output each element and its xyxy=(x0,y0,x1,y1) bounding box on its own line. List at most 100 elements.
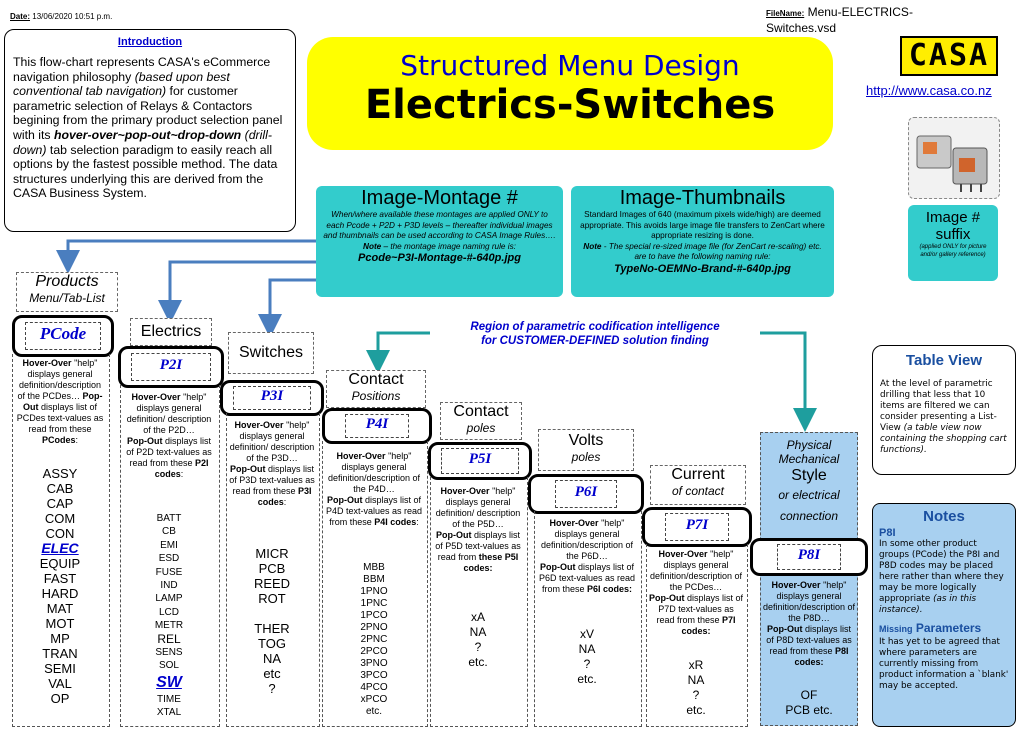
p8i-box[interactable]: P8I xyxy=(750,538,868,576)
value-na-poles[interactable]: NA xyxy=(469,625,487,639)
volts-desc-codes: P6I codes: xyxy=(587,584,633,594)
value-1pco[interactable]: 1PCO xyxy=(360,610,388,621)
switches-desc: Hover-Over "help" displays general defin… xyxy=(229,420,315,507)
electrics-title-box: Electrics xyxy=(130,318,212,346)
value-hard[interactable]: HARD xyxy=(41,586,79,601)
p6i-box[interactable]: P6I xyxy=(528,474,644,514)
value-etc-current[interactable]: etc. xyxy=(686,703,706,717)
value-2pno[interactable]: 2PNO xyxy=(360,622,388,633)
value-etc[interactable]: etc xyxy=(263,666,281,681)
contact-positions-desc-popout: Pop-Out xyxy=(326,495,363,505)
value-time[interactable]: TIME xyxy=(157,693,181,705)
value-question-volts[interactable]: ? xyxy=(583,657,591,671)
value-assy[interactable]: ASSY xyxy=(42,466,78,481)
value-tran[interactable]: TRAN xyxy=(42,646,78,661)
value-elec-link[interactable]: ELEC xyxy=(41,540,79,556)
products-values: ASSY CAB CAP COM CON ELEC EQUIP FAST HAR… xyxy=(12,466,108,706)
volts-title-box: Volts poles xyxy=(538,429,634,471)
value-na-current[interactable]: NA xyxy=(687,673,705,687)
arrow-to-switches xyxy=(258,278,316,338)
value-sol[interactable]: SOL xyxy=(158,660,179,672)
value-xtal[interactable]: XTAL xyxy=(156,707,182,719)
value-con[interactable]: CON xyxy=(45,526,75,541)
value-na-volts[interactable]: NA xyxy=(578,642,596,656)
value-bbm[interactable]: BBM xyxy=(363,574,385,585)
value-cb[interactable]: CB xyxy=(162,526,176,538)
value-etc-poles[interactable]: etc. xyxy=(468,655,488,669)
pcode-box[interactable]: PCode xyxy=(12,315,114,357)
value-esd[interactable]: ESD xyxy=(158,553,180,565)
value-com[interactable]: COM xyxy=(44,511,76,526)
value-batt[interactable]: BATT xyxy=(156,513,182,524)
electrics-title: Electrics xyxy=(140,323,202,340)
value-lcd[interactable]: LCD xyxy=(158,606,179,618)
value-question-poles[interactable]: ? xyxy=(474,640,482,654)
value-na[interactable]: NA xyxy=(262,651,282,666)
value-xpco[interactable]: xPCO xyxy=(360,694,388,705)
region-line-1: Region of parametric codification intell… xyxy=(470,321,720,333)
table-view-box: Table View At the level of parametric dr… xyxy=(872,345,1016,475)
value-2pnc[interactable]: 2PNC xyxy=(360,634,388,645)
value-metr[interactable]: METR xyxy=(154,620,184,632)
value-2pco[interactable]: 2PCO xyxy=(360,646,388,657)
value-4pco[interactable]: 4PCO xyxy=(360,682,388,693)
value-xv[interactable]: xV xyxy=(579,627,594,641)
switches-desc-codes: P3I codes xyxy=(257,486,312,507)
value-mp[interactable]: MP xyxy=(50,631,70,646)
value-tog[interactable]: TOG xyxy=(258,636,286,651)
value-1pnc[interactable]: 1PNC xyxy=(360,598,388,609)
value-op[interactable]: OP xyxy=(50,691,70,706)
value-question-current[interactable]: ? xyxy=(692,688,700,702)
value-emi[interactable]: EMI xyxy=(160,539,178,551)
p3i-box[interactable]: P3I xyxy=(220,380,324,416)
value-reed[interactable]: REED xyxy=(253,576,291,591)
value-rel[interactable]: REL xyxy=(157,631,181,646)
filename-value: Menu-ELECTRICS-Switches.vsd xyxy=(766,5,913,35)
value-of[interactable]: OF xyxy=(800,688,818,702)
value-mat[interactable]: MAT xyxy=(46,601,74,616)
value-3pco[interactable]: 3PCO xyxy=(360,670,388,681)
notes-p8i-text: In some other product groups (PCode) the… xyxy=(879,539,1009,616)
p5i-box[interactable]: P5I xyxy=(428,442,532,480)
value-fuse[interactable]: FUSE xyxy=(155,566,183,578)
table-view-text-1: At the level of parametric drilling that… xyxy=(880,379,997,433)
value-xr[interactable]: xR xyxy=(688,658,704,672)
value-etc-volts[interactable]: etc. xyxy=(577,672,597,686)
value-sw-link[interactable]: SW xyxy=(156,673,182,691)
contact-positions-title: Contact xyxy=(348,371,404,388)
value-val[interactable]: VAL xyxy=(48,676,72,691)
value-ind[interactable]: IND xyxy=(160,580,178,592)
value-xa[interactable]: xA xyxy=(470,610,485,624)
value-lamp[interactable]: LAMP xyxy=(155,593,183,605)
arrow-to-products xyxy=(56,239,316,274)
volts-desc-popout: Pop-Out xyxy=(539,562,576,572)
value-cab[interactable]: CAB xyxy=(46,481,74,496)
physical-column xyxy=(760,432,858,726)
value-sens[interactable]: SENS xyxy=(155,647,183,659)
value-semi[interactable]: SEMI xyxy=(44,661,76,676)
casa-url-link[interactable]: http://www.casa.co.nz xyxy=(866,83,992,98)
p2i-box[interactable]: P2I xyxy=(118,346,224,388)
notes-p8i-heading: P8I xyxy=(879,527,896,539)
value-equip[interactable]: EQUIP xyxy=(39,556,81,571)
p7i-box[interactable]: P7I xyxy=(642,507,752,547)
value-micr[interactable]: MICR xyxy=(255,546,289,561)
value-mot[interactable]: MOT xyxy=(45,616,75,631)
value-ther[interactable]: THER xyxy=(254,621,290,636)
thumbs-note-text: - The special re-sized image file (for Z… xyxy=(601,241,822,262)
montage-note-text: – the montage image naming rule is: xyxy=(381,241,516,251)
value-cap[interactable]: CAP xyxy=(46,496,74,511)
notes-missing-text: It has yet to be agreed that where param… xyxy=(879,637,1009,691)
value-fast[interactable]: FAST xyxy=(43,571,77,586)
value-pcb[interactable]: PCB xyxy=(258,561,286,576)
value-mbb[interactable]: MBB xyxy=(363,562,385,573)
value-1pno[interactable]: 1PNO xyxy=(360,586,388,597)
value-question[interactable]: ? xyxy=(268,681,276,696)
value-etc-positions[interactable]: etc. xyxy=(365,706,383,717)
physical-title-1: Physical xyxy=(786,438,832,452)
p4i-box[interactable]: P4I xyxy=(322,408,432,444)
physical-title-4: or electrical xyxy=(778,488,840,502)
value-pcb-etc[interactable]: PCB etc. xyxy=(785,703,833,717)
value-3pno[interactable]: 3PNO xyxy=(360,658,388,669)
value-rot[interactable]: ROT xyxy=(258,591,286,606)
